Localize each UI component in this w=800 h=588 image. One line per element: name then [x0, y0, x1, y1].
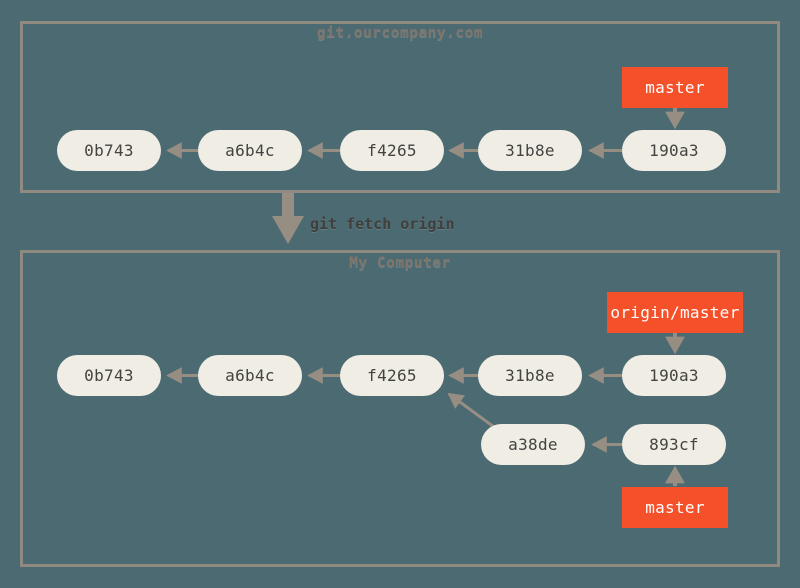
panel-remote-title: git.ourcompany.com	[316, 25, 484, 41]
commit-node[interactable]: 0b743	[57, 355, 161, 396]
commit-node[interactable]: 31b8e	[478, 355, 582, 396]
commit-node[interactable]: 31b8e	[478, 130, 582, 171]
commit-node[interactable]: 0b743	[57, 130, 161, 171]
branch-label-master-remote[interactable]: master	[622, 67, 728, 108]
panel-local-title: My Computer	[349, 255, 451, 271]
panel-local-repository	[20, 250, 780, 567]
commit-node[interactable]: a6b4c	[198, 130, 302, 171]
commit-node[interactable]: a6b4c	[198, 355, 302, 396]
commit-node[interactable]: f4265	[340, 130, 444, 171]
branch-label-master-local[interactable]: master	[622, 487, 728, 528]
panel-remote-repository	[20, 21, 780, 193]
commit-node[interactable]: f4265	[340, 355, 444, 396]
branch-label-origin-master[interactable]: origin/master	[607, 292, 743, 333]
commit-node[interactable]: 190a3	[622, 130, 726, 171]
commit-node[interactable]: 190a3	[622, 355, 726, 396]
step-command-label: git fetch origin	[310, 215, 455, 233]
commit-node[interactable]: 893cf	[622, 424, 726, 465]
arrow-git-fetch	[272, 193, 304, 244]
commit-node[interactable]: a38de	[481, 424, 585, 465]
